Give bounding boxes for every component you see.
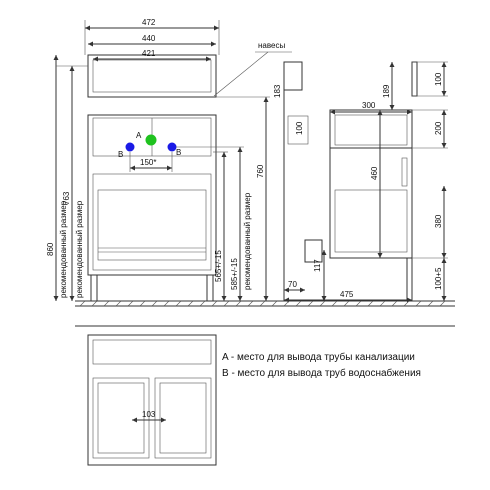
dim-585: 585+/-15: [230, 258, 239, 290]
dim-421: 421: [142, 49, 156, 58]
bottom-top-panel: [92, 339, 212, 365]
pipe-point-b-left-label: B: [118, 150, 123, 159]
front-view: 472 440 421 навесы A B B 150* 860 рекоме…: [46, 18, 292, 302]
front-leg-left: [90, 274, 98, 302]
front-cabinet-body: [87, 114, 217, 276]
front-top-unit: [87, 54, 217, 98]
pipe-point-b-right: [167, 142, 177, 152]
side-dim-300: 300: [362, 101, 376, 110]
side-mirror: [411, 61, 418, 97]
side-wall-top: [283, 61, 303, 91]
side-handle: [401, 157, 408, 187]
side-dim-183: 183: [273, 84, 282, 98]
side-dim-100-right: 100: [434, 72, 443, 86]
pipe-point-b-right-label: B: [176, 148, 181, 157]
hanger-label: навесы: [258, 41, 285, 50]
side-countertop: [329, 109, 413, 149]
front-top-inner: [92, 59, 212, 93]
pipe-point-a-label: A: [136, 131, 142, 140]
side-dim-460: 460: [370, 166, 379, 180]
dim-760: 760: [256, 164, 265, 178]
side-dim-117: 117: [313, 259, 322, 272]
side-dim-200: 200: [434, 121, 443, 135]
floor-line: [75, 300, 455, 307]
dim-440: 440: [142, 34, 156, 43]
pipe-point-a: [145, 134, 157, 146]
side-bracket: [287, 115, 309, 145]
bottom-cabinet: [87, 334, 217, 466]
side-view: 183 100 189 300 460 117 70 475 100 200 3…: [273, 61, 448, 303]
bottom-dim-103: 103: [142, 410, 156, 419]
side-dim-475: 475: [340, 290, 354, 299]
pipe-point-b-left: [125, 142, 135, 152]
side-drawer-lower: [334, 189, 408, 253]
dim-860: 860: [46, 242, 55, 256]
dim-hole-spacing: 150*: [140, 158, 156, 167]
side-dim-100-5: 100+5: [434, 267, 443, 290]
side-cabinet: [329, 147, 413, 259]
side-dim-70: 70: [288, 280, 297, 289]
dim-763: 763: [62, 191, 71, 205]
dim-565: 565+/-15: [214, 250, 223, 282]
side-drawer-upper: [334, 114, 408, 146]
side-dim-380: 380: [434, 214, 443, 228]
recommended-label-763: рекомендованный размер: [75, 200, 84, 298]
bottom-door-right: [154, 377, 212, 459]
recommended-label-860: рекомендованный размер: [59, 200, 68, 298]
front-leg-right: [206, 274, 214, 302]
side-siphon: [304, 239, 323, 263]
front-cabinet-frame: [92, 173, 212, 271]
side-dim-100-small: 100: [295, 121, 304, 135]
side-dim-189: 189: [382, 84, 391, 98]
legend-a: A - место для вывода трубы канализации: [222, 351, 415, 363]
bottom-door-left: [92, 377, 150, 459]
dim-472: 472: [142, 18, 156, 27]
front-lower-shelf: [97, 189, 207, 261]
bottom-view: 103: [87, 334, 217, 466]
side-leg: [406, 257, 413, 302]
legend-b: B - место для вывода труб водоснабжения: [222, 367, 421, 379]
recommended-label-585: рекомендованный размер: [243, 192, 252, 290]
